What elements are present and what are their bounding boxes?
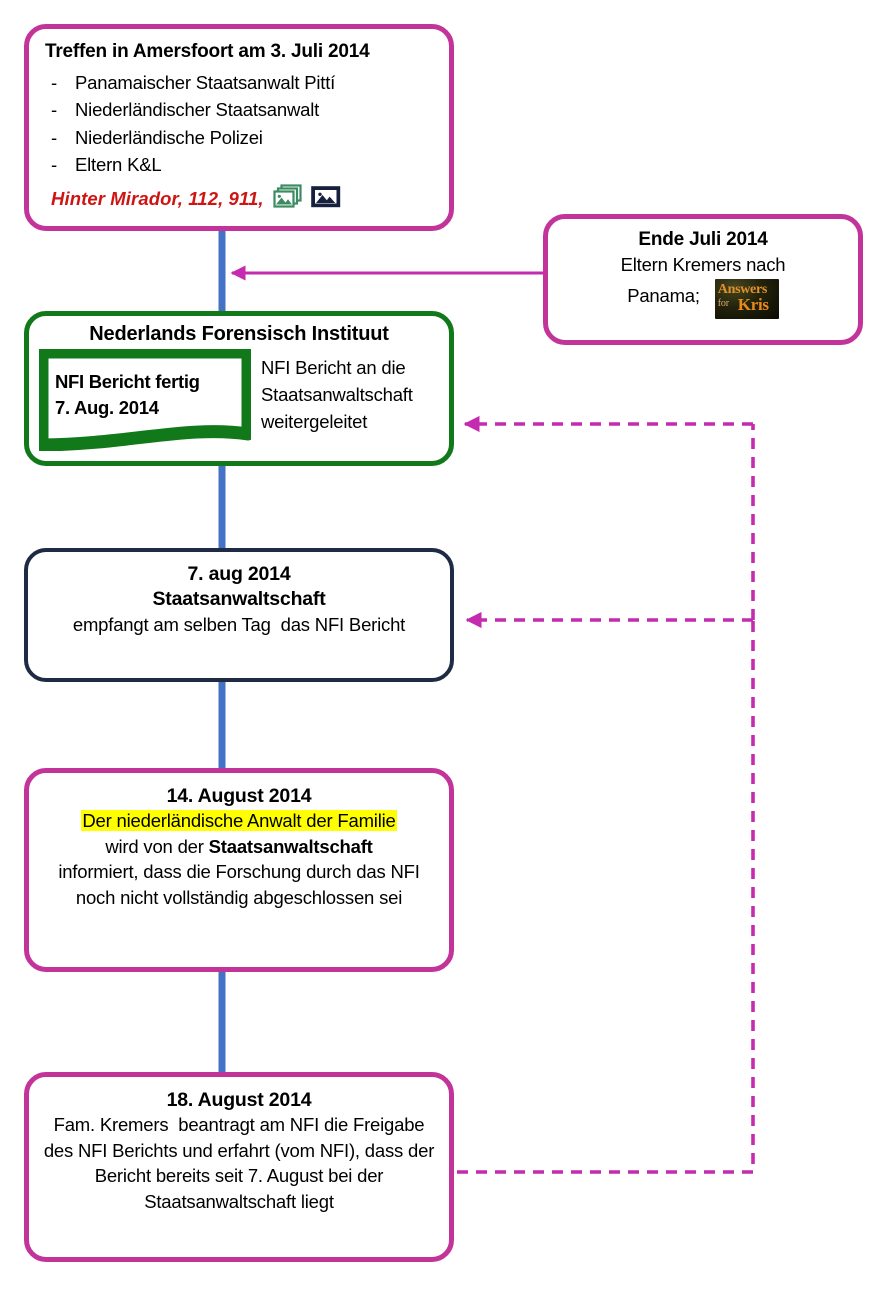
meeting-participant-list: - Panamaischer Staatsanwalt Pittí - Nied… [43,69,435,179]
nfi-title: Nederlands Forensisch Instituut [89,323,389,345]
nfi-report-ready-banner: NFI Bericht fertig 7. Aug. 2014 [39,349,251,451]
dashed-feedback-path [457,424,755,1174]
afk-logo-line-3: Kris [737,294,769,314]
node-meeting-amersfoort: Treffen in Amersfoort am 3. Juli 2014 - … [24,24,454,231]
aug14-line-2-bold: Staatsanwaltschaft [208,835,373,857]
aug14-highlight-line: Der niederländische Anwalt der Familie [39,808,439,834]
aug14-line-2: wird von der Staatsanwaltschaft [39,834,439,860]
aug14-body: Der niederländische Anwalt der Familie w… [39,808,439,910]
aug14-highlighted-text: Der niederländische Anwalt der Familie [81,810,397,832]
meeting-note-label: Hinter Mirador, 112, 911, [51,188,264,210]
meeting-title: Treffen in Amersfoort am 3. Juli 2014 [45,41,370,62]
answers-for-kris-logo[interactable]: Answers for Kris [714,278,779,319]
ende-juli-line-1: Eltern Kremers nach [620,253,786,275]
bullet-dash-icon: - [51,153,57,175]
node-aug-18-2014: 18. August 2014 Fam. Kremers beantragt a… [24,1072,454,1262]
list-item-label: Niederländischer Staatsanwalt [75,99,320,121]
nfi-banner-line-2: 7. Aug. 2014 [55,396,159,418]
nfi-banner-line-1: NFI Bericht fertig [55,371,200,392]
bullet-dash-icon: - [51,126,57,148]
afk-logo-line-1: Answers [717,281,768,297]
photos-stack-icon[interactable] [273,184,302,214]
node-ende-juli-2014: Ende Juli 2014 Eltern Kremers nach Panam… [543,214,863,345]
list-item: - Niederländische Polizei [43,124,435,151]
node-aug-7-staatsanwaltschaft: 7. aug 2014 Staatsanwaltschaft empfangt … [24,548,454,682]
ende-juli-body: Eltern Kremers nach Panama; Answers for … [560,252,846,319]
aug7-body: empfangt am selben Tag das NFI Bericht [72,613,406,635]
list-item: - Niederländischer Staatsanwalt [43,96,435,123]
aug18-title: 18. August 2014 [166,1089,312,1111]
node-nederlands-forensisch-instituut: Nederlands Forensisch Instituut NFI Beri… [24,311,454,466]
ende-juli-line-2: Panama; Answers for Kris [560,278,846,319]
meeting-note: Hinter Mirador, 112, 911, [51,184,435,214]
node-aug-14-2014: 14. August 2014 Der niederländische Anwa… [24,768,454,972]
aug7-title-line-2: Staatsanwaltschaft [152,588,326,611]
list-item: - Panamaischer Staatsanwalt Pittí [43,69,435,96]
bullet-dash-icon: - [51,99,57,121]
aug18-body: Fam. Kremers beantragt am NFI die Freiga… [43,1114,440,1212]
nfi-forwarded-text: NFI Bericht an die Staatsanwaltschaft we… [261,357,413,432]
aug14-line-2-pre: wird von der [105,835,209,857]
ende-juli-title: Ende Juli 2014 [638,229,768,250]
nfi-banner-text: NFI Bericht fertig 7. Aug. 2014 [55,369,241,421]
aug7-title: 7. aug 2014 Staatsanwaltschaft [42,562,436,613]
aug14-title: 14. August 2014 [166,785,312,807]
afk-logo-line-2: for [717,297,729,309]
list-item-label: Panamaischer Staatsanwalt Pittí [75,71,336,93]
list-item: - Eltern K&L [43,151,435,178]
aug14-line-3: informiert, dass die Forschung durch das… [58,861,420,908]
bullet-dash-icon: - [51,71,57,93]
aug7-title-line-1: 7. aug 2014 [187,563,291,585]
list-item-label: Niederländische Polizei [75,126,263,148]
photo-icon[interactable] [310,184,341,214]
ende-juli-line-2-label: Panama; [627,284,700,306]
list-item-label: Eltern K&L [75,153,162,175]
